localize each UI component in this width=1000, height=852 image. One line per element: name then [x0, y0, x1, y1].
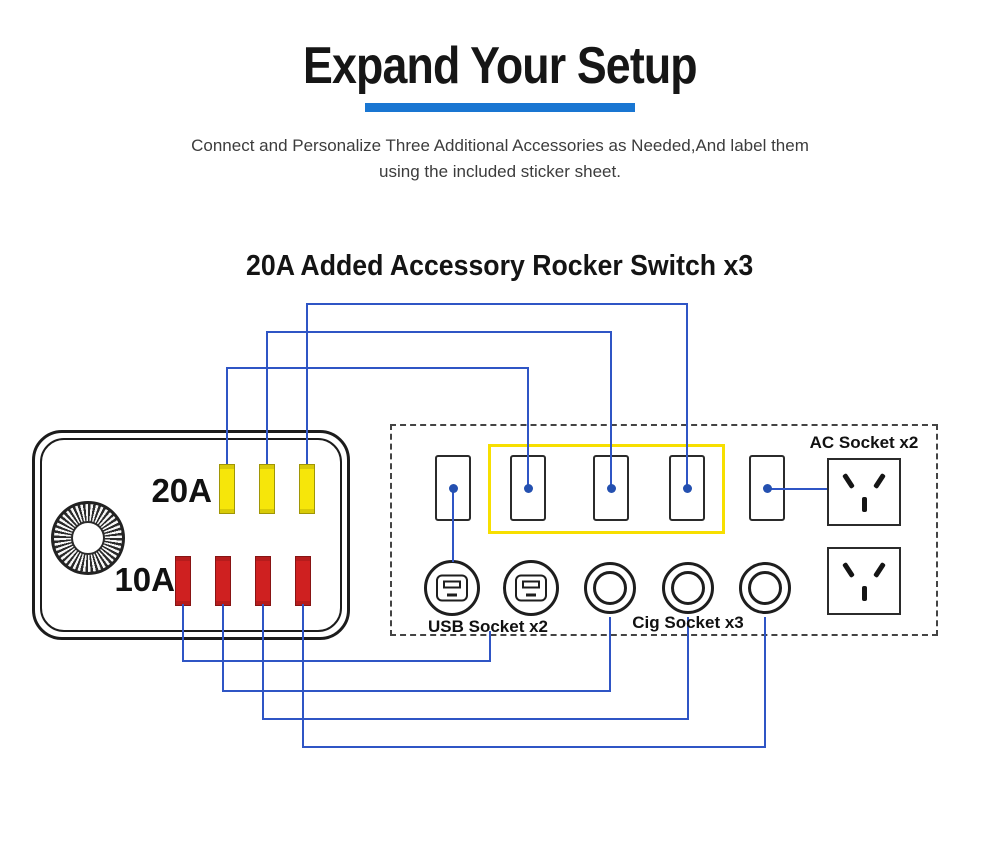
- fuse-10a-4: [295, 556, 311, 606]
- dial-knob-icon: [51, 501, 125, 575]
- usb-socket-2: [503, 560, 559, 616]
- cig-socket-inner-ring: [671, 571, 705, 605]
- ac-slot-earth-icon: [861, 497, 867, 512]
- usb-socket-label: USB Socket x2: [428, 617, 548, 636]
- ac-socket-1: [827, 458, 901, 526]
- title-underline: [365, 103, 635, 112]
- ac-slot-right-icon: [873, 472, 886, 490]
- ac-slot-left-icon: [842, 561, 855, 579]
- switch-indicator-dot: [523, 483, 533, 493]
- usb-slot-icon: [522, 580, 540, 589]
- ac-slot-earth-icon: [861, 586, 867, 601]
- cig-socket-1: [584, 562, 636, 614]
- rocker-switch-5: [749, 455, 785, 521]
- ac-slot-right-icon: [873, 561, 886, 579]
- fuse-label-10a: 10A: [114, 561, 175, 598]
- usb-port-icon: [436, 574, 468, 602]
- usb-socket-1: [424, 560, 480, 616]
- cig-socket-inner-ring: [748, 571, 782, 605]
- switch-indicator-dot: [606, 483, 616, 493]
- ac-socket-label: AC Socket x2: [809, 433, 919, 452]
- cig-socket-inner-ring: [593, 571, 627, 605]
- title-wrap: Expand Your Setup: [0, 36, 1000, 96]
- fuse-20a-1: [219, 464, 235, 514]
- fuse-label-20a: 20A: [151, 472, 212, 509]
- rocker-switch-1: [435, 455, 471, 521]
- subtitle-line-2: using the included sticker sheet.: [379, 162, 621, 181]
- heading-wrap: 20A Added Accessory Rocker Switch x3: [0, 250, 1000, 283]
- subtitle-line-1: Connect and Personalize Three Additional…: [191, 136, 809, 155]
- ac-socket-2: [827, 547, 901, 615]
- cig-socket-label: Cig Socket x3: [632, 613, 744, 632]
- switch-indicator-dot: [448, 483, 458, 493]
- usb-slot-icon: [443, 580, 461, 589]
- ac-slot-left-icon: [842, 472, 855, 490]
- cig-socket-2: [662, 562, 714, 614]
- fuse-20a-2: [259, 464, 275, 514]
- fuse-10a-1: [175, 556, 191, 606]
- switch-indicator-dot: [762, 483, 772, 493]
- fuse-20a-3: [299, 464, 315, 514]
- usb-bar-icon: [447, 593, 457, 597]
- page-title: Expand Your Setup: [303, 37, 698, 95]
- fuse-10a-3: [255, 556, 271, 606]
- cig-socket-3: [739, 562, 791, 614]
- fuse-10a-2: [215, 556, 231, 606]
- diagram-heading: 20A Added Accessory Rocker Switch x3: [246, 250, 754, 282]
- subtitle: Connect and Personalize Three Additional…: [0, 133, 1000, 185]
- switch-indicator-dot: [682, 483, 692, 493]
- usb-bar-icon: [526, 593, 536, 597]
- usb-port-icon: [515, 574, 547, 602]
